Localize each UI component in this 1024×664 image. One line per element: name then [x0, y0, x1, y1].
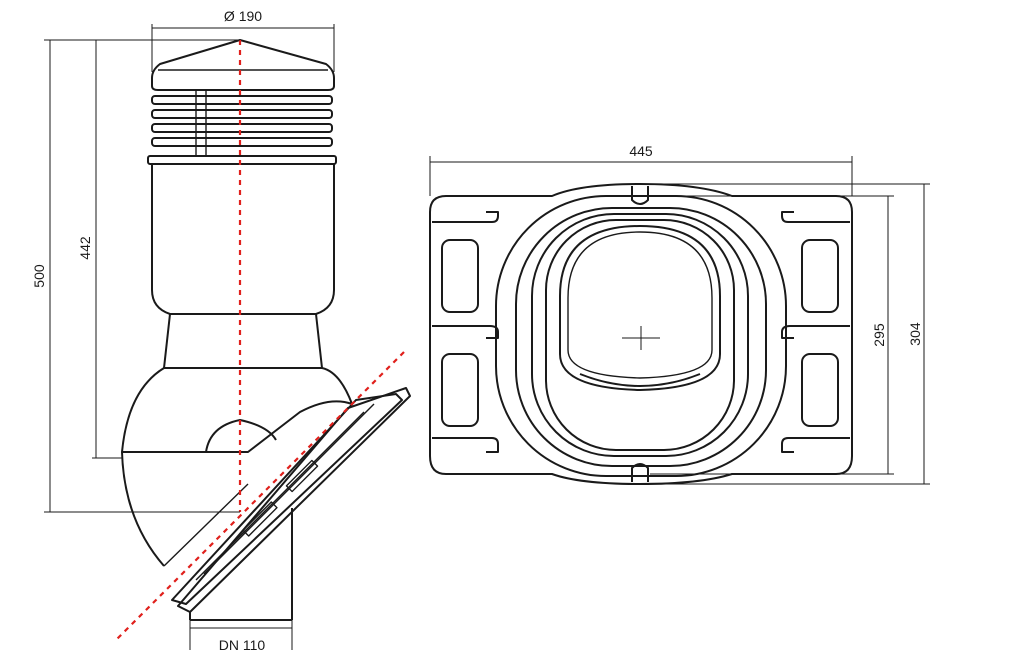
- vent-transition: [163, 313, 323, 369]
- dimension-body-height: 442: [77, 40, 122, 459]
- vent-cap: [151, 39, 335, 91]
- diameter-label: Ø 190: [224, 8, 262, 24]
- opening-lip: [579, 373, 701, 387]
- body-height-label: 442: [77, 236, 93, 260]
- dimension-base-outer: 304: [650, 183, 930, 485]
- vent-louvres: [151, 90, 333, 156]
- dimension-base-inner: 295: [650, 195, 894, 475]
- left-slots: [432, 211, 499, 453]
- pipe-diameter-label: DN 110: [219, 637, 266, 653]
- outer-ring: [495, 195, 787, 477]
- right-slots: [781, 211, 850, 453]
- outlet-pipe: [189, 508, 293, 621]
- base-width-label: 445: [629, 143, 653, 159]
- middle-ring: [515, 207, 767, 467]
- dimension-base-width: 445: [429, 143, 853, 196]
- base-outer-depth-label: 304: [907, 322, 923, 346]
- center-mark: [622, 326, 660, 350]
- base-inner-depth-label: 295: [871, 323, 887, 347]
- inclined-axis: [115, 351, 405, 641]
- roof-flashing: [171, 387, 411, 613]
- dimension-pipe: DN 110: [189, 620, 293, 653]
- vent-body: [151, 164, 335, 315]
- dimension-total-height: 500: [31, 39, 240, 513]
- bottom-notch: [631, 463, 649, 482]
- oval-opening: [559, 225, 721, 391]
- inner-ring-2: [545, 219, 735, 451]
- dimension-diameter: Ø 190: [151, 8, 335, 72]
- inner-ring: [531, 213, 749, 457]
- total-height-label: 500: [31, 264, 47, 288]
- vent-collar: [147, 155, 337, 165]
- top-view: 445 295 304: [429, 143, 930, 485]
- oval-opening-inner: [567, 231, 713, 379]
- top-notch: [631, 186, 649, 205]
- side-view: Ø 190 500 442 DN 110: [31, 8, 411, 653]
